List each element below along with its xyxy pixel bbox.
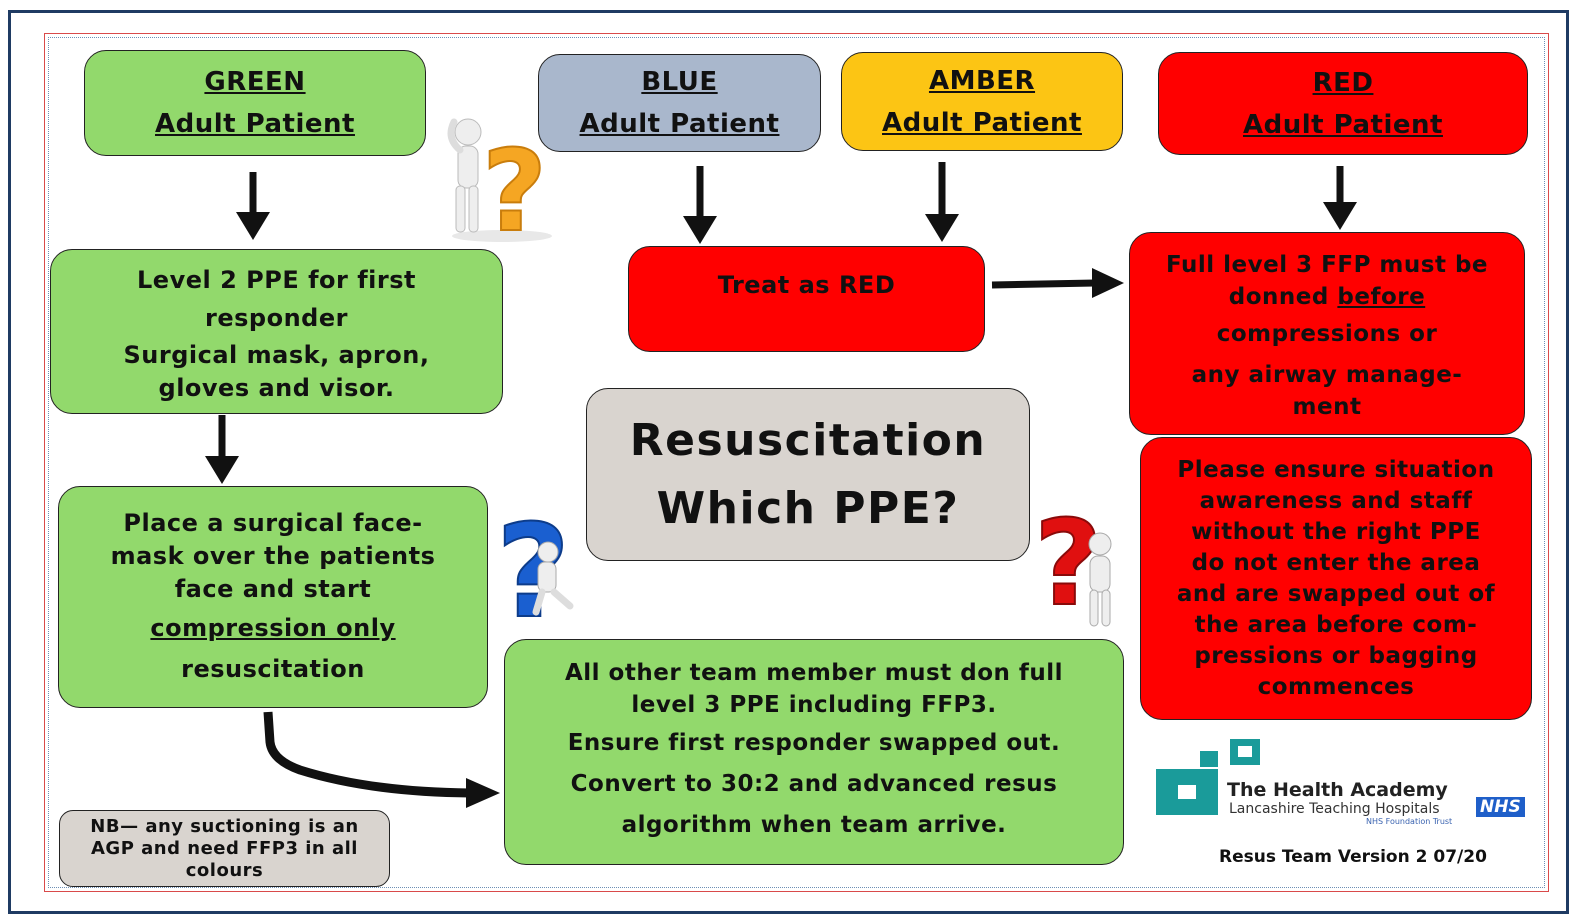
situation-line8: commences <box>1257 673 1415 700</box>
situation-awareness-box: Please ensure situation awareness and st… <box>1140 437 1532 720</box>
full-line2a: donned <box>1228 283 1338 310</box>
logo-name: The Health Academy <box>1227 779 1448 801</box>
treat-as-red-label: Treat as RED <box>717 271 896 299</box>
level2-line4: gloves and visor. <box>158 373 395 402</box>
question-figure-red-icon: ? <box>1034 500 1112 632</box>
blue-header-sub: Adult Patient <box>579 109 780 139</box>
level2-line1: Level 2 PPE for first <box>137 265 416 294</box>
amber-header-title: AMBER <box>928 65 1036 96</box>
nb-line1: NB— any suctioning is an <box>90 815 359 837</box>
svg-text:?: ? <box>482 127 547 244</box>
logo-trust: NHS Foundation Trust <box>1366 817 1453 826</box>
arrow-blue-to-treat <box>683 166 717 244</box>
full-line1: Full level 3 FFP must be <box>1165 251 1489 278</box>
situation-line6: the area before com- <box>1194 611 1478 638</box>
nhs-badge: NHS <box>1476 797 1525 817</box>
arrow-facemask-to-team <box>263 711 500 808</box>
full-level3-box: Full level 3 FFP must be donned before c… <box>1129 232 1525 435</box>
red-header-box: RED Adult Patient <box>1158 52 1528 155</box>
blue-header-title: BLUE <box>641 67 718 97</box>
amber-header-sub: Adult Patient <box>882 107 1082 138</box>
facemask-line5: resuscitation <box>181 654 365 683</box>
full-line2b: before <box>1337 283 1426 310</box>
full-line5: ment <box>1292 393 1362 420</box>
health-academy-logo-icon <box>1156 739 1260 815</box>
center-title-box: Resuscitation Which PPE? <box>586 388 1030 561</box>
situation-line5: and are swapped out of <box>1176 580 1496 607</box>
arrow-treat-to-full <box>991 268 1124 298</box>
center-title-line1: Resuscitation <box>629 414 987 466</box>
arrow-amber-to-treat <box>925 162 959 242</box>
facemask-line2: mask over the patients <box>110 541 436 570</box>
facemask-line4: compression only <box>150 613 396 642</box>
red-header-sub: Adult Patient <box>1243 109 1443 140</box>
situation-line1: Please ensure situation <box>1177 456 1495 483</box>
team-line1: All other team member must don full <box>564 660 1064 686</box>
svg-text:?: ? <box>496 508 570 626</box>
arrow-level2-to-facemask <box>205 415 239 484</box>
full-line3: compressions or <box>1216 320 1438 347</box>
nb-line2: AGP and need FFP3 in all <box>91 837 358 859</box>
facemask-line3: face and start <box>174 574 372 603</box>
level2-ppe-box: Level 2 PPE for first responder Surgical… <box>50 249 503 414</box>
team-line2: level 3 PPE including FFP3. <box>631 692 997 718</box>
arrow-green-to-level2 <box>236 172 270 240</box>
logo-org: Lancashire Teaching Hospitals <box>1229 801 1440 817</box>
team-line4: Convert to 30:2 and advanced resus <box>570 771 1058 797</box>
full-line2: donned before <box>1229 281 1425 313</box>
team-line3: Ensure first responder swapped out. <box>567 730 1061 756</box>
team-member-box: All other team member must don full leve… <box>504 639 1124 865</box>
facemask-line1: Place a surgical face- <box>123 508 423 537</box>
nb-line3: colours <box>185 859 264 881</box>
full-line4: any airway manage- <box>1191 361 1463 388</box>
amber-header-box: AMBER Adult Patient <box>841 52 1123 151</box>
treat-as-red-box: Treat as RED <box>628 246 985 352</box>
center-title-line2: Which PPE? <box>656 482 960 534</box>
situation-line2: awareness and staff <box>1199 487 1473 514</box>
green-header-box: GREEN Adult Patient <box>84 50 426 156</box>
team-line5: algorithm when team arrive. <box>621 812 1007 838</box>
level2-line3: Surgical mask, apron, <box>123 340 430 369</box>
nb-note-box: NB— any suctioning is an AGP and need FF… <box>59 810 390 887</box>
version-label: Resus Team Version 2 07/20 <box>1219 847 1487 867</box>
situation-line7: pressions or bagging <box>1194 642 1478 669</box>
level2-line2: responder <box>205 303 348 332</box>
arrow-red-to-full <box>1323 166 1357 230</box>
situation-line4: do not enter the area <box>1191 549 1481 576</box>
inner-frame <box>44 33 1549 892</box>
question-figure-blue-icon: ? <box>496 508 574 626</box>
green-header-title: GREEN <box>204 67 306 97</box>
blue-header-box: BLUE Adult Patient <box>538 54 821 152</box>
green-header-sub: Adult Patient <box>155 109 355 139</box>
red-header-title: RED <box>1312 67 1374 98</box>
inner-frame-dotted <box>48 37 1545 888</box>
question-figure-orange-icon: ? <box>447 118 552 244</box>
situation-line3: without the right PPE <box>1191 518 1481 545</box>
facemask-box: Place a surgical face- mask over the pat… <box>58 486 488 708</box>
